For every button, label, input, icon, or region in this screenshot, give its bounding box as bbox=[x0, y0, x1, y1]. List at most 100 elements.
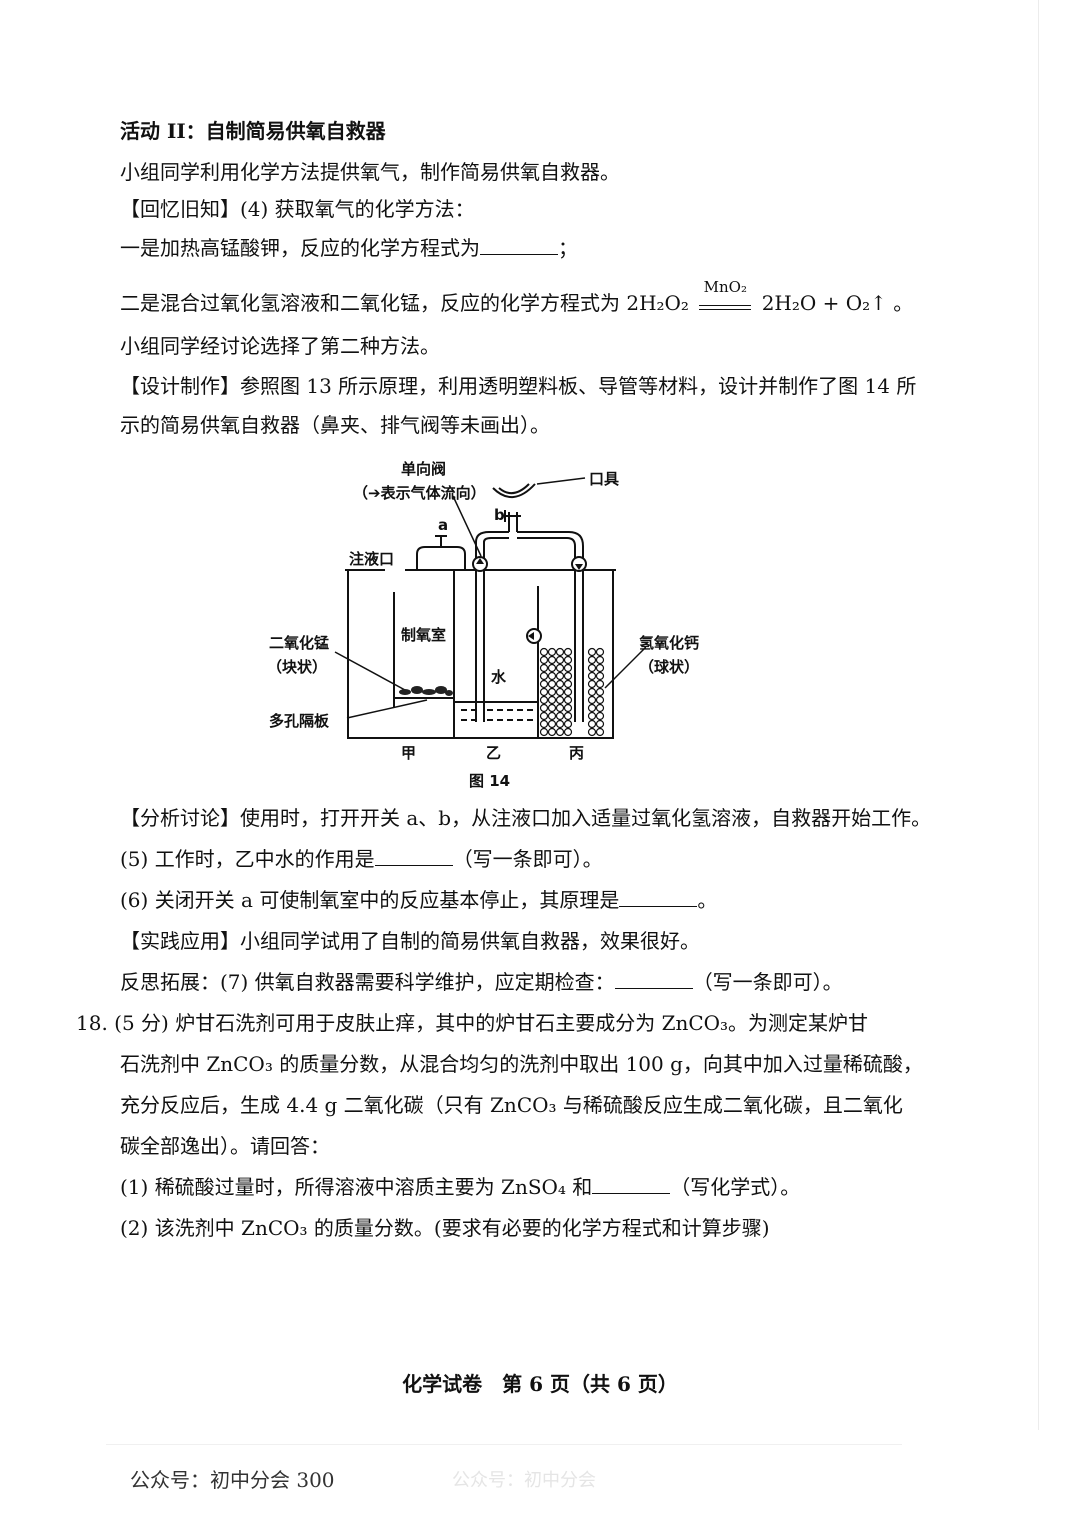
label-valve-note: （➔表示气体流向） bbox=[353, 484, 486, 502]
calcium-hydroxide-ball bbox=[539, 711, 549, 721]
q18-sub1-text: (1) 稀硫酸过量时，所得溶液中溶质主要为 ZnSO₄ 和 bbox=[120, 1175, 593, 1199]
calcium-hydroxide-ball bbox=[539, 671, 549, 681]
q5-text: (5) 工作时，乙中水的作用是 bbox=[120, 847, 375, 871]
calcium-hydroxide-ball bbox=[555, 695, 565, 705]
calcium-hydroxide-ball bbox=[555, 687, 565, 697]
catalyst-label: MnO₂ bbox=[703, 278, 747, 296]
calcium-hydroxide-ball bbox=[555, 663, 565, 673]
method1-end: ； bbox=[558, 236, 578, 260]
calcium-hydroxide-ball bbox=[595, 655, 605, 665]
calcium-hydroxide-ball bbox=[547, 671, 557, 681]
calcium-hydroxide-ball bbox=[595, 663, 605, 673]
calcium-hydroxide-ball bbox=[587, 687, 597, 697]
calcium-hydroxide-ball bbox=[547, 647, 557, 657]
q18-line-1: 18. (5 分) 炉甘石洗剂可用于皮肤止痒，其中的炉甘石主要成分为 ZnCO₃… bbox=[76, 1011, 869, 1035]
label-inlet: 注液口 bbox=[349, 550, 394, 568]
calcium-hydroxide-ball bbox=[539, 703, 549, 713]
intro-text: 小组同学利用化学方法提供氧气，制作简易供氧自救器。 bbox=[120, 160, 620, 184]
calcium-hydroxide-ball bbox=[587, 719, 597, 729]
calcium-hydroxide-ball bbox=[587, 703, 597, 713]
page-edge bbox=[1038, 0, 1039, 1430]
choose-text: 小组同学经讨论选择了第二种方法。 bbox=[120, 334, 440, 358]
answer-blank-18-1 bbox=[592, 1175, 671, 1194]
calcium-hydroxide-ball bbox=[587, 727, 597, 737]
calcium-hydroxide-ball bbox=[539, 679, 549, 689]
equals-sign bbox=[699, 305, 752, 310]
calcium-hydroxide-ball bbox=[595, 671, 605, 681]
calcium-hydroxide-ball bbox=[587, 647, 597, 657]
answer-blank-7 bbox=[614, 970, 693, 989]
calcium-hydroxide-ball bbox=[547, 695, 557, 705]
calcium-hydroxide-ball bbox=[563, 647, 573, 657]
calcium-hydroxide-ball bbox=[539, 695, 549, 705]
calcium-hydroxide-ball bbox=[595, 647, 605, 657]
q5-line: (5) 工作时，乙中水的作用是（写一条即可）。 bbox=[120, 845, 603, 873]
calcium-hydroxide-ball bbox=[595, 687, 605, 697]
figure-caption: 图 14 bbox=[469, 772, 510, 790]
watermark-left: 公众号：初中分会 300 bbox=[130, 1468, 335, 1492]
calcium-hydroxide-ball bbox=[547, 703, 557, 713]
method2-products: 2H₂O + O₂↑ 。 bbox=[761, 291, 914, 315]
calcium-hydroxide-ball bbox=[563, 711, 573, 721]
answer-blank-4 bbox=[480, 236, 558, 255]
label-mno2-form: （块状） bbox=[267, 658, 327, 676]
method2-line: 二是混合过氧化氢溶液和二氧化锰，反应的化学方程式为 2H₂O₂ MnO₂ 2H₂… bbox=[120, 278, 914, 317]
calcium-hydroxide-ball bbox=[587, 695, 597, 705]
q18-sub1-line: (1) 稀硫酸过量时，所得溶液中溶质主要为 ZnSO₄ 和（写化学式）。 bbox=[120, 1173, 800, 1201]
calcium-hydroxide-ball bbox=[547, 663, 557, 673]
label-caoh2-form: （球状） bbox=[639, 658, 699, 676]
method2-text: 二是混合过氧化氢溶液和二氧化锰，反应的化学方程式为 2H₂O₂ bbox=[120, 291, 689, 315]
label-yi: 乙 bbox=[486, 744, 501, 762]
calcium-hydroxide-ball bbox=[563, 695, 573, 705]
label-caoh2: 氢氧化钙 bbox=[639, 634, 699, 652]
calcium-hydroxide-ball bbox=[539, 687, 549, 697]
method1-text: 一是加热高锰酸钾，反应的化学方程式为 bbox=[120, 236, 480, 260]
calcium-hydroxide-ball bbox=[595, 719, 605, 729]
calcium-hydroxide-ball bbox=[587, 679, 597, 689]
calcium-hydroxide-ball bbox=[595, 703, 605, 713]
calcium-hydroxide-ball bbox=[563, 727, 573, 737]
calcium-hydroxide-ball bbox=[555, 647, 565, 657]
calcium-hydroxide-ball bbox=[587, 671, 597, 681]
label-valve: 单向阀 bbox=[401, 460, 446, 478]
q18-line-4: 碳全部逸出）。请回答： bbox=[120, 1134, 330, 1158]
q6-text: (6) 关闭开关 a 可使制氧室中的反应基本停止，其原理是 bbox=[120, 888, 620, 912]
q18-line-2: 石洗剂中 ZnCO₃ 的质量分数，从混合均匀的洗剂中取出 100 g，向其中加入… bbox=[120, 1052, 923, 1076]
label-chamber: 制氧室 bbox=[401, 626, 446, 644]
calcium-hydroxide-ball bbox=[595, 679, 605, 689]
calcium-hydroxide-ball bbox=[555, 671, 565, 681]
calcium-hydroxide-ball bbox=[595, 711, 605, 721]
calcium-hydroxide-ball bbox=[555, 679, 565, 689]
label-water: 水 bbox=[491, 668, 507, 686]
q6-line: (6) 关闭开关 a 可使制氧室中的反应基本停止，其原理是。 bbox=[120, 886, 717, 914]
label-bing: 丙 bbox=[569, 744, 584, 762]
reaction-condition: MnO₂ bbox=[699, 278, 752, 310]
design-line-2: 示的简易供氧自救器（鼻夹、排气阀等未画出）。 bbox=[120, 413, 550, 437]
calcium-hydroxide-ball bbox=[555, 703, 565, 713]
label-switch-a: a bbox=[438, 516, 448, 534]
label-mouthpiece: 口具 bbox=[589, 470, 619, 488]
calcium-hydroxide-ball bbox=[563, 703, 573, 713]
calcium-hydroxide-ball bbox=[555, 719, 565, 729]
q7-text: 反思拓展：(7) 供氧自救器需要科学维护，应定期检查： bbox=[120, 970, 615, 994]
calcium-hydroxide-ball bbox=[547, 727, 557, 737]
design-line-1: 【设计制作】参照图 13 所示原理，利用透明塑料板、导管等材料，设计并制作了图 … bbox=[120, 374, 917, 398]
label-porous-plate: 多孔隔板 bbox=[269, 712, 330, 730]
recall-heading: 【回忆旧知】(4) 获取氧气的化学方法： bbox=[120, 197, 475, 221]
calcium-hydroxide-ball bbox=[547, 655, 557, 665]
calcium-hydroxide-ball bbox=[555, 655, 565, 665]
calcium-hydroxide-ball bbox=[547, 687, 557, 697]
q18-sub2: (2) 该洗剂中 ZnCO₃ 的质量分数。(要求有必要的化学方程式和计算步骤) bbox=[120, 1216, 770, 1240]
q7-line: 反思拓展：(7) 供氧自救器需要科学维护，应定期检查：（写一条即可）。 bbox=[120, 968, 843, 996]
label-mno2: 二氧化锰 bbox=[269, 634, 329, 652]
calcium-hydroxide-ball bbox=[547, 711, 557, 721]
calcium-hydroxide-ball bbox=[563, 663, 573, 673]
answer-blank-5 bbox=[374, 847, 453, 866]
calcium-hydroxide-ball bbox=[595, 695, 605, 705]
calcium-hydroxide-ball bbox=[587, 655, 597, 665]
method1-line: 一是加热高锰酸钾，反应的化学方程式为 ； bbox=[120, 234, 578, 262]
answer-blank-6 bbox=[619, 888, 698, 907]
calcium-hydroxide-ball bbox=[539, 663, 549, 673]
calcium-hydroxide-ball bbox=[563, 687, 573, 697]
calcium-hydroxide-ball bbox=[587, 711, 597, 721]
